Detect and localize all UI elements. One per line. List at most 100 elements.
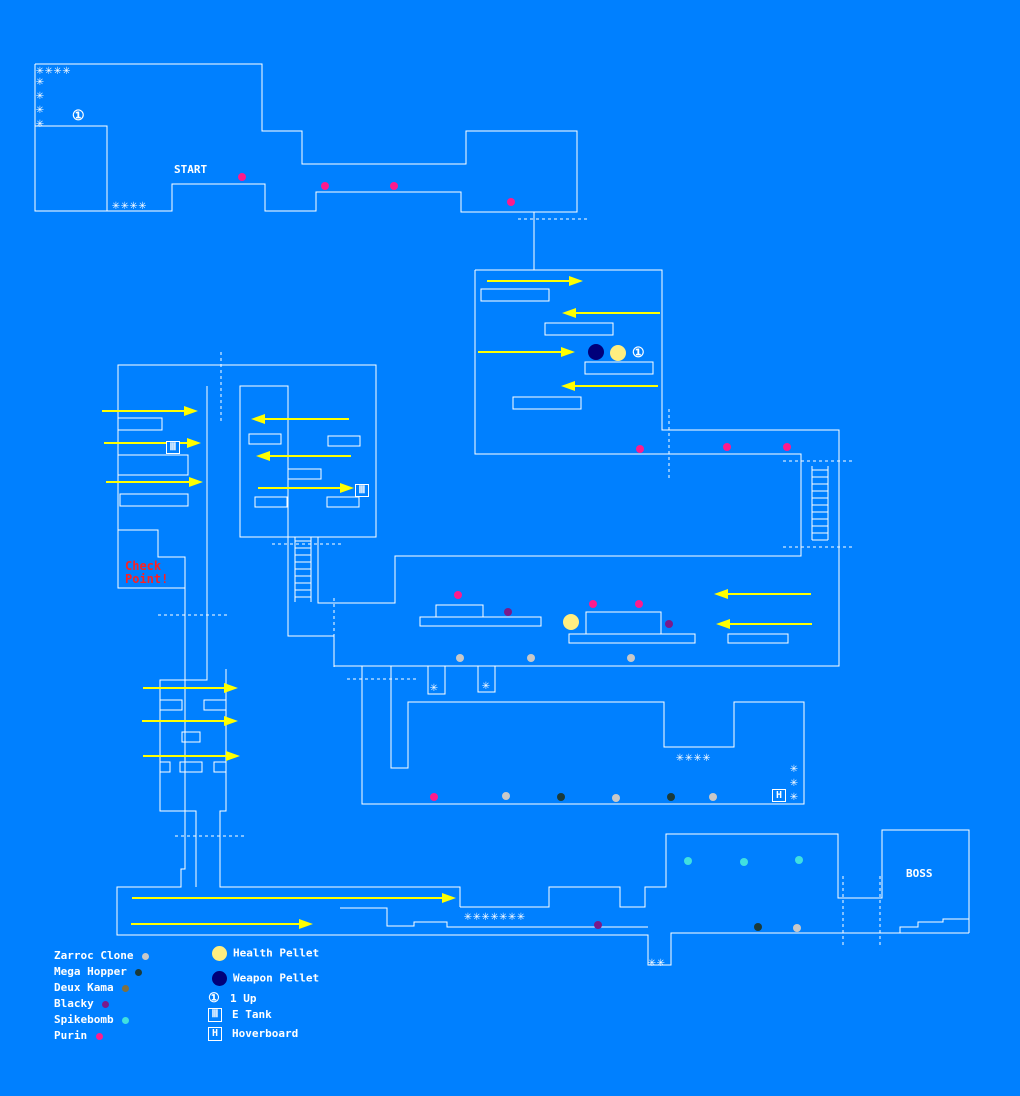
one-up-icon: ① xyxy=(72,108,85,124)
legend-enemy-row: Spikebomb xyxy=(54,1013,130,1026)
wall-floor-start xyxy=(34,64,534,213)
legend-pickup-row: Health Pellet xyxy=(208,946,319,961)
spikes-floor-start: ✳✳✳✳ xyxy=(112,198,148,213)
legend-pickup-icon: Ⅲ xyxy=(208,1008,222,1022)
health-pellet-icon xyxy=(610,345,626,361)
purin-marker xyxy=(390,182,398,190)
platform xyxy=(544,322,614,336)
legend-label: Zarroc Clone xyxy=(54,949,141,962)
purin-marker xyxy=(589,600,597,608)
wall-ledge-start xyxy=(35,125,108,211)
platform xyxy=(159,761,171,773)
hoverboard-icon: H xyxy=(772,789,786,802)
purin-marker xyxy=(238,173,246,181)
legend-label: Deux Kama xyxy=(54,981,121,994)
legend-dot-icon xyxy=(122,1016,130,1024)
zarroc-clone-marker xyxy=(502,792,510,800)
platform xyxy=(181,731,201,743)
one-up-icon: ① xyxy=(632,345,645,361)
spikes-mid-row: ✳✳✳✳ xyxy=(676,750,712,765)
spikes-top-row: ✳✳✳✳ xyxy=(36,63,72,78)
e-tank-icon: Ⅲ xyxy=(166,441,180,454)
e-tank-icon: Ⅲ xyxy=(355,484,369,497)
spikes-bottom-row: ✳✳✳✳✳✳✳ xyxy=(464,909,526,924)
arrow-left xyxy=(562,308,660,318)
wall-shaft-right xyxy=(159,386,208,887)
legend-pickup-icon: ① xyxy=(208,991,220,1006)
arrow-left xyxy=(251,414,349,424)
legend-label: Spikebomb xyxy=(54,1013,121,1026)
platform xyxy=(254,496,288,508)
platform xyxy=(203,699,227,711)
platform xyxy=(179,761,203,773)
legend-pickup-icon: H xyxy=(208,1027,222,1041)
purin-marker xyxy=(430,793,438,801)
legend-label: Mega Hopper xyxy=(54,965,134,978)
wall-shaft-left xyxy=(117,530,185,589)
legend-enemy-row: Mega Hopper xyxy=(54,965,143,978)
legend-label: Hoverboard xyxy=(232,1027,299,1040)
platform xyxy=(585,611,662,635)
arrow-right xyxy=(104,438,201,448)
zarroc-clone-marker xyxy=(456,654,464,662)
spikes-left-column: ✳✳✳✳ xyxy=(36,74,44,131)
arrow-right xyxy=(143,683,238,693)
legend-pickup-row: ① 1 Up xyxy=(208,991,257,1006)
arrow-right xyxy=(487,276,583,286)
blacky-marker xyxy=(594,921,602,929)
legend-dot-icon xyxy=(102,1000,110,1008)
spikes-right-column: ✳✳✳ xyxy=(790,761,798,804)
mega-hopper-marker xyxy=(557,793,565,801)
legend-label: 1 Up xyxy=(230,992,257,1005)
legend-pickup-row: Ⅲ E Tank xyxy=(208,1008,272,1022)
arrow-left xyxy=(716,619,812,629)
wall-shaft-right-2 xyxy=(219,669,461,907)
arrow-right xyxy=(102,406,198,416)
legend-enemy-row: Purin xyxy=(54,1029,103,1042)
wall-outline-start xyxy=(35,63,578,271)
checkpoint-label: Check Point! xyxy=(125,559,169,586)
zarroc-clone-marker xyxy=(793,924,801,932)
platform xyxy=(435,604,484,618)
legend-dot-icon xyxy=(142,952,150,960)
platform xyxy=(248,433,282,445)
arrow-left xyxy=(561,381,658,391)
arrow-right xyxy=(106,477,203,487)
wall-room-2 xyxy=(116,269,969,966)
arrow-right xyxy=(143,751,240,761)
legend-pickup-icon xyxy=(212,946,227,961)
arrow-right xyxy=(258,483,354,493)
ladder xyxy=(811,466,829,540)
platform xyxy=(326,496,360,508)
spikebomb-marker xyxy=(795,856,803,864)
arrow-right xyxy=(478,347,575,357)
spikebomb-marker xyxy=(740,858,748,866)
weapon-pellet-icon xyxy=(588,344,604,360)
start-label: START xyxy=(174,163,208,176)
legend-dot-icon xyxy=(95,1032,103,1040)
platform xyxy=(287,468,322,480)
arrow-left xyxy=(714,589,811,599)
legend-label: Blacky xyxy=(54,997,101,1010)
purin-marker xyxy=(783,443,791,451)
legend-label: E Tank xyxy=(232,1008,272,1021)
wall-bottom-floor xyxy=(340,907,648,928)
legend-enemy-row: Zarroc Clone xyxy=(54,949,150,962)
health-pellet-icon xyxy=(563,614,579,630)
purin-marker xyxy=(507,198,515,206)
arrow-left xyxy=(256,451,351,461)
platform xyxy=(480,288,550,302)
platform xyxy=(119,493,189,507)
blacky-marker xyxy=(665,620,673,628)
legend-label: Weapon Pellet xyxy=(233,971,320,985)
mega-hopper-marker xyxy=(667,793,675,801)
arrow-right xyxy=(132,893,456,903)
legend-pickup-row: Weapon Pellet xyxy=(208,971,319,986)
purin-marker xyxy=(321,182,329,190)
arrow-right xyxy=(142,716,238,726)
platform xyxy=(159,699,183,711)
platform xyxy=(117,454,189,476)
zarroc-clone-marker xyxy=(612,794,620,802)
legend-label: Health Pellet xyxy=(233,946,320,960)
